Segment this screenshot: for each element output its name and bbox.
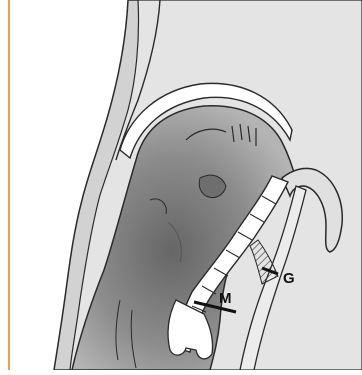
label-g: G	[283, 270, 295, 287]
label-m: M	[219, 290, 232, 307]
accent-rule	[8, 0, 10, 370]
